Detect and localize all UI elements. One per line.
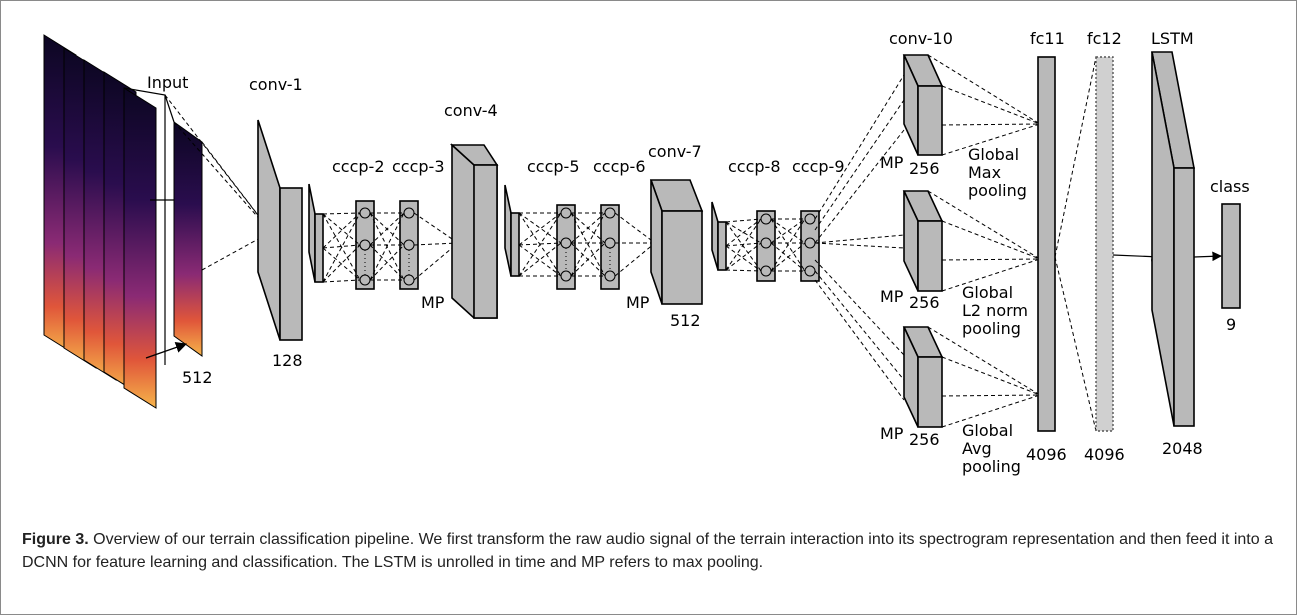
class-size-label: 9	[1226, 315, 1236, 334]
pipeline-diagram: Input 512 conv-1 128	[43, 29, 1250, 476]
conv7-size-label: 512	[670, 311, 701, 330]
input-label: Input	[147, 73, 188, 92]
lstm-label: LSTM	[1151, 29, 1194, 48]
pool-avg-line2: Avg	[962, 439, 992, 458]
pool-max-line1: Global	[968, 145, 1019, 164]
fc12-size-label: 4096	[1084, 445, 1125, 464]
conv4-label: conv-4	[444, 101, 498, 120]
mp-label-bot: MP	[880, 424, 904, 443]
lstm-block	[1151, 51, 1195, 427]
cccp8-9-connections	[725, 218, 806, 272]
mp-label-mid: MP	[880, 287, 904, 306]
cccp6-label: cccp-6	[593, 157, 646, 176]
mp-label-a: MP	[421, 293, 445, 312]
conv4-block	[449, 143, 499, 319]
conv10-mid-size: 256	[909, 293, 940, 312]
conv10-label: conv-10	[889, 29, 953, 48]
fc11-block	[1037, 56, 1056, 432]
conv4-pool	[504, 184, 520, 277]
pool-avg-line3: pooling	[962, 457, 1021, 476]
cccp9-block	[800, 210, 820, 282]
pool-max-line3: pooling	[968, 181, 1027, 200]
cccp9-conv10-connections	[814, 74, 905, 401]
conv7-label: conv-7	[648, 142, 702, 161]
pool-l2-line3: pooling	[962, 319, 1021, 338]
lstm-class-arrow	[1193, 251, 1222, 262]
cccp6-block	[600, 204, 620, 290]
conv1-size-label: 128	[272, 351, 303, 370]
pool-l2-line1: Global	[962, 283, 1013, 302]
cccp5-label: cccp-5	[527, 157, 580, 176]
caption-text: Overview of our terrain classification p…	[22, 531, 1273, 571]
lstm-size-label: 2048	[1162, 439, 1203, 458]
class-label: class	[1210, 177, 1250, 196]
conv1-block	[257, 119, 303, 341]
figure-caption: Figure 3. Overview of our terrain classi…	[22, 528, 1277, 574]
conv10-mid-block	[902, 190, 944, 292]
caption-label: Figure 3.	[22, 531, 89, 548]
cccp8-block	[756, 210, 776, 282]
cccp5-block	[556, 204, 576, 290]
conv7-block	[649, 179, 704, 305]
fc11-size-label: 4096	[1026, 445, 1067, 464]
conv10-top-size: 256	[909, 159, 940, 178]
conv10-top-block	[902, 54, 944, 156]
cccp9-label: cccp-9	[792, 157, 845, 176]
cccp5-6-connections	[518, 212, 656, 277]
conv10-bot-size: 256	[909, 430, 940, 449]
spectrogram-stack	[43, 34, 203, 409]
fc12-label: fc12	[1087, 29, 1122, 48]
cccp8-label: cccp-8	[728, 157, 781, 176]
conv1-pool	[308, 183, 324, 283]
pool-max-line2: Max	[968, 163, 1001, 182]
mp-label-top: MP	[880, 153, 904, 172]
conv1-label: conv-1	[249, 75, 303, 94]
conv7-pool	[711, 201, 727, 271]
cccp3-label: cccp-3	[392, 157, 445, 176]
class-block	[1221, 203, 1241, 309]
input-size-label: 512	[182, 368, 213, 387]
fc12-block	[1095, 56, 1114, 432]
fc11-label: fc11	[1030, 29, 1065, 48]
conv10-bottom-block	[902, 326, 944, 428]
cccp2-label: cccp-2	[332, 157, 385, 176]
conv10-fc11-connections	[927, 54, 1041, 428]
fc11-fc12-connections	[1054, 56, 1097, 432]
cccp2-3-connections	[322, 212, 459, 283]
pool-l2-line2: L2 norm	[962, 301, 1028, 320]
pool-avg-line1: Global	[962, 421, 1013, 440]
mp-label-b: MP	[626, 293, 650, 312]
